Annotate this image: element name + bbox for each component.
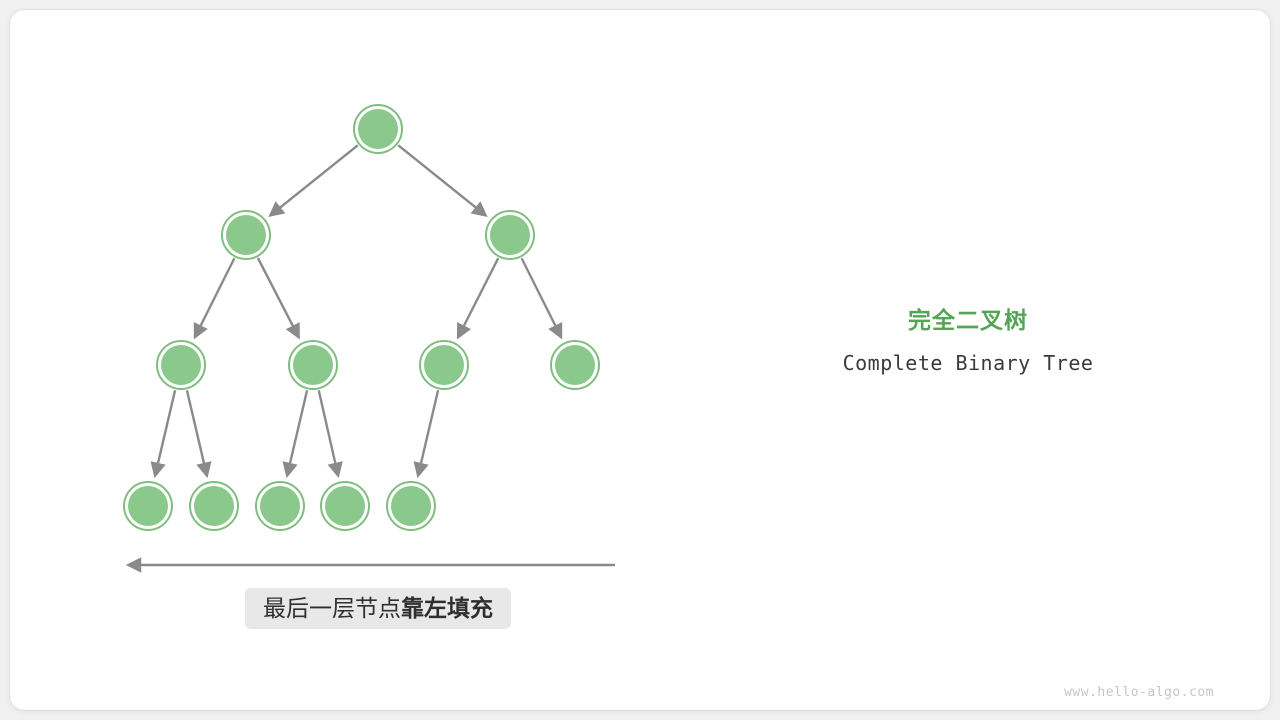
legend-title-en: Complete Binary Tree bbox=[842, 351, 1094, 375]
legend: 完全二叉树 Complete Binary Tree bbox=[843, 301, 1094, 375]
figure-card bbox=[10, 10, 1270, 710]
caption-text-bold: 靠左填充 bbox=[401, 595, 493, 621]
watermark: www.hello-algo.com bbox=[1064, 685, 1214, 700]
caption-pill: 最后一层节点靠左填充 bbox=[245, 588, 511, 629]
legend-title-cn: 完全二叉树 bbox=[907, 307, 1028, 333]
caption-text: 最后一层节点 bbox=[263, 595, 401, 621]
